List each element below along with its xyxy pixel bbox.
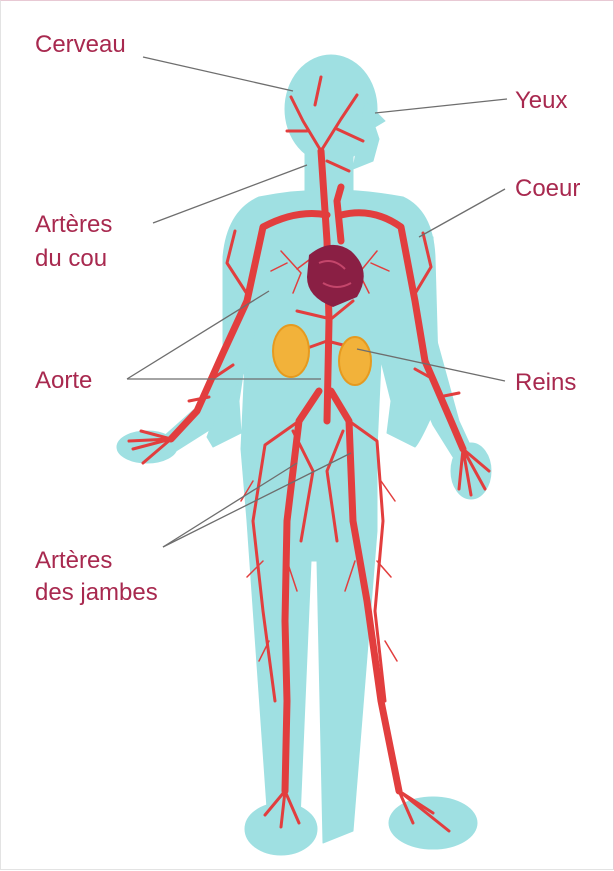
label-cerveau: Cerveau (35, 29, 126, 60)
leader-line-yeux (375, 99, 507, 113)
label-aorte: Aorte (35, 365, 92, 396)
label-arteres-jambes-line1: Artères (35, 545, 112, 576)
label-reins: Reins (515, 367, 576, 398)
label-coeur: Coeur (515, 173, 580, 204)
kidney-right (339, 337, 371, 385)
leader-line-cerveau (143, 57, 293, 91)
label-arteres-jambes-line2: des jambes (35, 577, 158, 608)
label-arteres-cou-line1: Artères (35, 209, 112, 240)
label-arteres-cou-line2: du cou (35, 243, 107, 274)
kidney-left (273, 325, 309, 377)
leader-line-coeur (419, 189, 505, 237)
label-yeux: Yeux (515, 85, 568, 116)
